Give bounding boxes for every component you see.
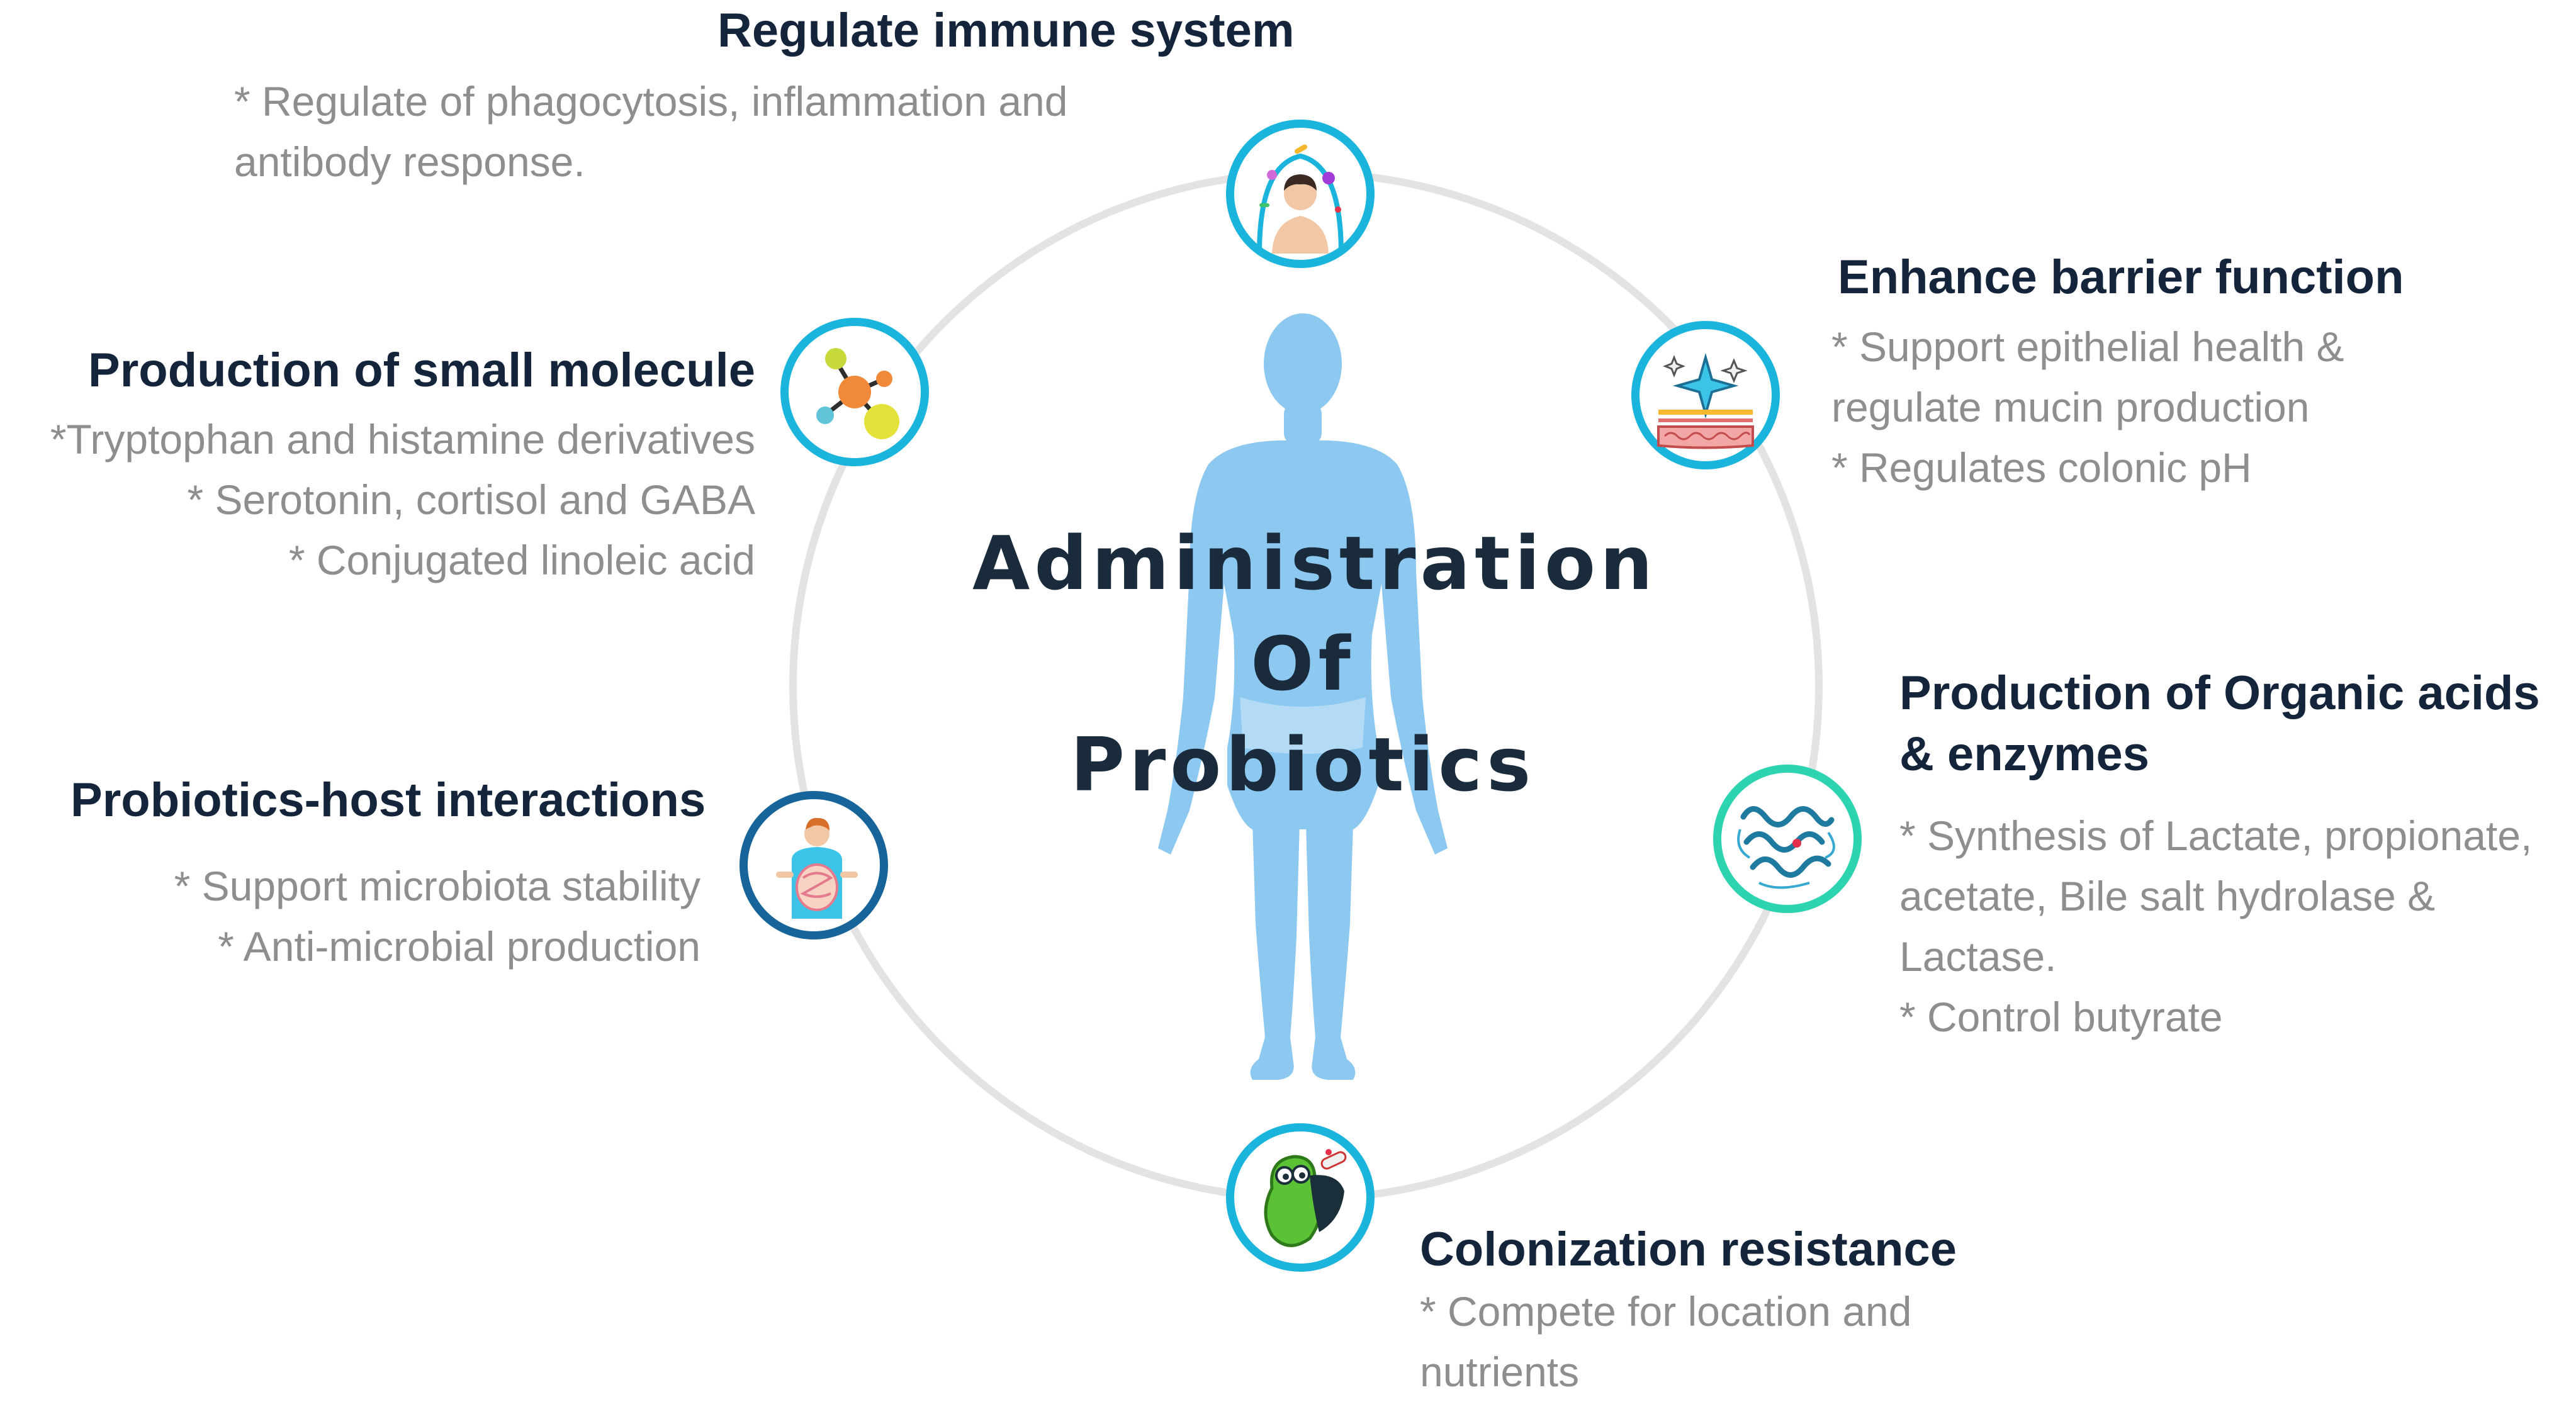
barrier-text-block: Enhance barrier function xyxy=(1838,247,2404,308)
host-line-2: * Anti-microbial production xyxy=(218,923,700,970)
immune-line-1: * Regulate of phagocytosis, inflammation… xyxy=(234,78,1068,125)
skin-barrier-icon xyxy=(1657,352,1754,449)
organic-line-3: Lactase. xyxy=(1899,933,2057,980)
gut-person-icon xyxy=(776,817,858,919)
immune-line-2: antibody response. xyxy=(234,138,585,185)
molecule-line-3: * Conjugated linoleic acid xyxy=(288,537,755,583)
barrier-description: * Support epithelial health & regulate m… xyxy=(1831,317,2344,498)
colonization-line-1: * Compete for location and xyxy=(1420,1288,1912,1335)
center-title-line-1: Administration xyxy=(972,520,1658,607)
center-title: Administration Of Probiotics xyxy=(972,513,1658,815)
barrier-line-2: regulate mucin production xyxy=(1831,384,2310,430)
host-text-block: Probiotics-host interactions xyxy=(70,770,706,831)
host-title: Probiotics-host interactions xyxy=(70,773,706,827)
colonization-title: Colonization resistance xyxy=(1420,1223,1957,1276)
host-description: * Support microbiota stability * Anti-mi… xyxy=(88,856,700,977)
immune-description: * Regulate of phagocytosis, inflammation… xyxy=(234,71,1067,192)
organic-node xyxy=(1713,765,1862,913)
molecule-line-1: *Tryptophan and histamine derivatives xyxy=(50,416,755,463)
molecule-title: Production of small molecule xyxy=(88,344,755,397)
immune-node xyxy=(1226,120,1375,268)
colonization-node xyxy=(1226,1123,1375,1272)
center-title-line-2: Of xyxy=(1251,620,1355,707)
barrier-node xyxy=(1631,321,1780,469)
barrier-title: Enhance barrier function xyxy=(1838,250,2404,304)
barrier-line-1: * Support epithelial health & xyxy=(1831,323,2344,370)
molecule-line-2: * Serotonin, cortisol and GABA xyxy=(187,476,755,523)
molecule-node xyxy=(780,318,929,466)
molecule-icon xyxy=(816,348,899,439)
colonization-text-block: Colonization resistance xyxy=(1420,1219,1957,1280)
organic-text-block: Production of Organic acids & enzymes xyxy=(1899,663,2540,785)
organic-title-line-1: Production of Organic acids xyxy=(1899,666,2540,720)
organic-title-line-2: & enzymes xyxy=(1899,727,2150,782)
colonization-description: * Compete for location and nutrients xyxy=(1420,1281,1911,1402)
molecule-description: *Tryptophan and histamine derivatives * … xyxy=(0,409,755,590)
immune-title: Regulate immune system xyxy=(717,4,1295,57)
host-node xyxy=(740,791,888,939)
host-line-1: * Support microbiota stability xyxy=(174,863,700,909)
organic-line-4: * Control butyrate xyxy=(1899,994,2223,1040)
colonization-line-2: nutrients xyxy=(1420,1349,1580,1395)
molecule-text-block: Production of small molecule xyxy=(38,340,755,401)
organic-line-1: * Synthesis of Lactate, propionate, xyxy=(1899,812,2533,859)
human-body-figure xyxy=(1158,313,1448,1080)
organic-line-2: acetate, Bile salt hydrolase & xyxy=(1899,873,2436,919)
organic-description: * Synthesis of Lactate, propionate, acet… xyxy=(1899,805,2532,1047)
center-title-line-3: Probiotics xyxy=(1070,721,1536,808)
protein-structure-icon xyxy=(1737,806,1835,889)
barrier-line-3: * Regulates colonic pH xyxy=(1831,444,2252,491)
human-shield-icon xyxy=(1257,144,1344,254)
bacteria-shield-icon xyxy=(1264,1149,1347,1247)
immune-text-block: Regulate immune system xyxy=(717,0,1295,61)
